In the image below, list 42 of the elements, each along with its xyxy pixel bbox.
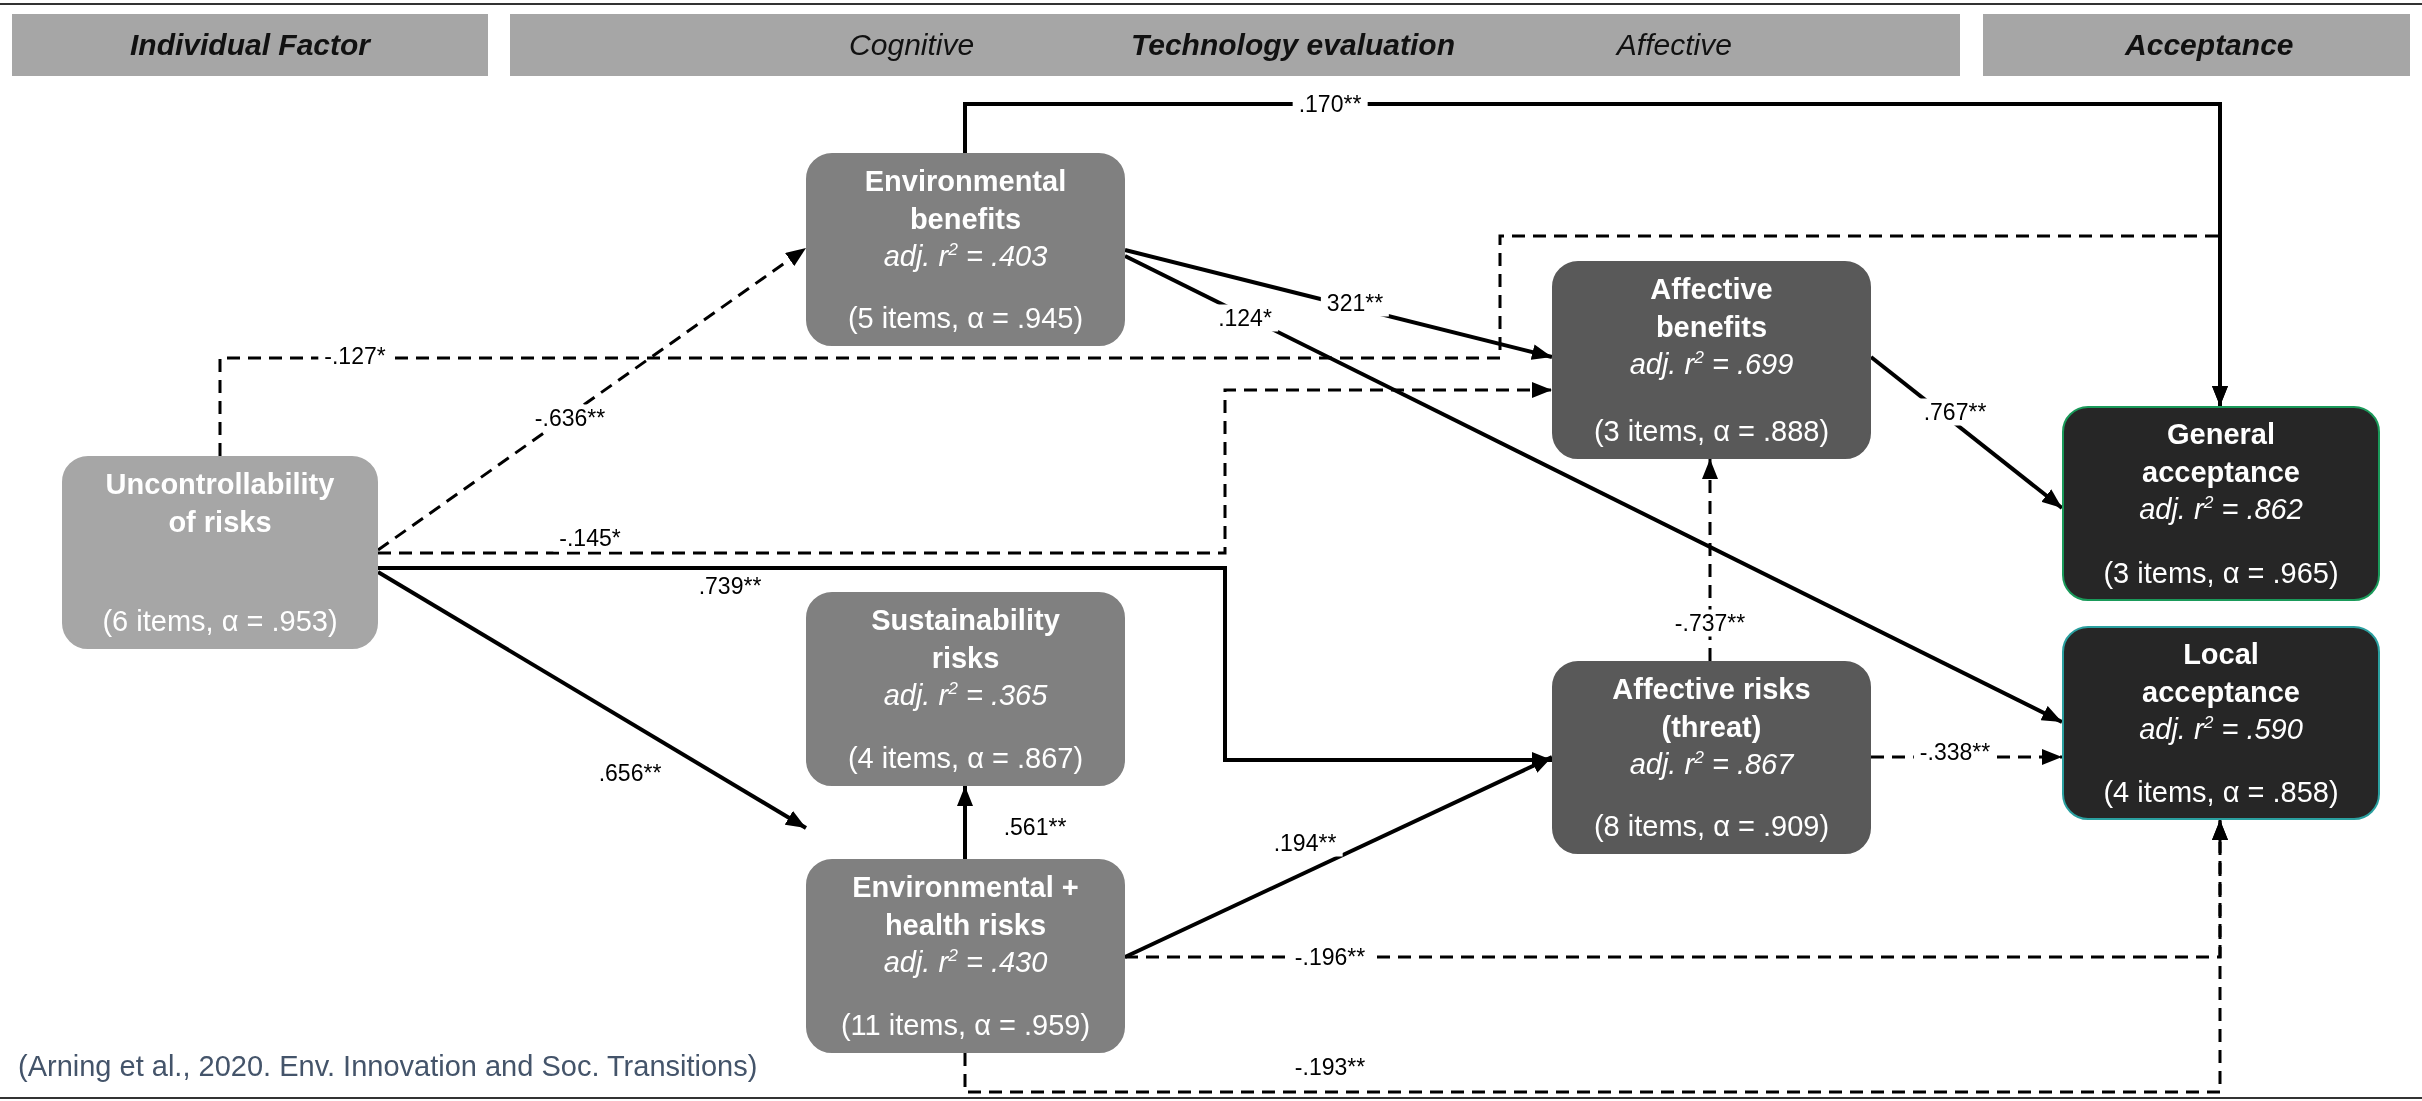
header-band — [510, 14, 1960, 76]
arrow — [377, 246, 807, 552]
header-band — [1983, 14, 2410, 76]
item-count: (4 items, α = .858) — [2103, 775, 2339, 811]
arrow — [957, 786, 973, 859]
arrow — [218, 234, 2228, 456]
item-count: (6 items, α = .953) — [102, 604, 338, 640]
r-squared-value: adj. r$^{2}$ = .430 — [883, 944, 1048, 981]
construct-box — [806, 592, 1125, 786]
construct-box — [806, 153, 1125, 346]
item-count: (11 items, α = .959) — [840, 1008, 1091, 1044]
r-squared-value: adj. r$^{2}$ = .590 — [2139, 711, 2303, 748]
arrow — [1702, 459, 1718, 661]
r-squared-value: adj. r$^{2}$ = .365 — [883, 677, 1048, 714]
construct-box — [62, 456, 378, 649]
item-count: (3 items, α = .888) — [1593, 414, 1830, 450]
construct-box — [1552, 661, 1871, 854]
header-title: Cognitive — [849, 28, 975, 62]
item-count: (8 items, α = .909) — [1593, 809, 1830, 845]
header-band — [12, 14, 488, 76]
item-count: (3 items, α = .965) — [2103, 556, 2339, 592]
arrow — [378, 382, 1552, 555]
construct-box — [2062, 626, 2380, 820]
item-count: (4 items, α = .867) — [847, 741, 1084, 777]
header-title: Individual Factor — [130, 28, 370, 62]
arrow — [376, 570, 808, 830]
header-title: Affective — [1616, 28, 1732, 62]
r-squared-value: adj. r$^{2}$ = .862 — [2139, 491, 2303, 528]
arrow — [1124, 254, 2063, 724]
header-title: Technology evaluation — [1131, 28, 1455, 62]
r-squared-value: adj. r$^{2}$ = .867 — [1629, 746, 1794, 783]
construct-name: Affective risks (threat) — [1611, 672, 1812, 745]
construct-box — [806, 859, 1125, 1053]
r-squared-value: adj. r$^{2}$ = .403 — [883, 238, 1048, 275]
arrow — [1124, 755, 1553, 959]
construct-box — [2062, 406, 2380, 601]
construct-box — [1552, 261, 1871, 459]
item-count: (5 items, α = .945) — [847, 301, 1084, 337]
construct-name: Uncontrollability of risks — [104, 467, 336, 540]
header-title: Acceptance — [2125, 28, 2294, 62]
r-squared-value: adj. r$^{2}$ = .699 — [1629, 346, 1794, 383]
arrow — [963, 820, 2228, 1094]
